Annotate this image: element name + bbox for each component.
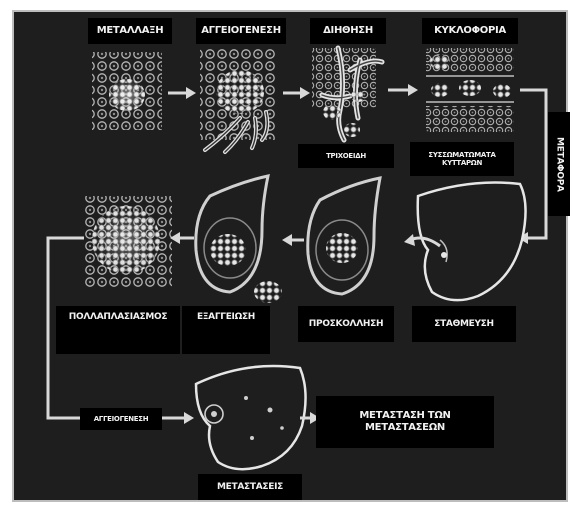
metastatic-liver-illustration [196,366,306,469]
label-aggeiogenesi-bottom-text: ΑΓΓΕΙΟΓΕΝΕΣΗ [94,415,149,423]
label-pollaplasiasmos: ΠΟΛΛΑΠΛΑΣΙΑΣΜΟΣ [56,306,180,354]
label-kykloforia-text: ΚΥΚΛΟΦΟΡΙΑ [434,25,506,37]
label-metallaxi-text: ΜΕΤΑΛΛΑΞΗ [97,25,164,37]
middle-row-arrows [170,232,440,246]
proliferation-tissue-illustration [84,196,172,288]
label-exaggeiosi: ΕΞΑΓΓΕΙΩΣΗ [182,306,270,354]
label-metastaseis: ΜΕΤΑΣΤΑΣΕΙΣ [198,474,302,500]
label-exaggeiosi-text: ΕΞΑΓΓΕΙΩΣΗ [197,312,255,323]
label-aggeiogenesi-top: ΑΓΓΕΙΟΓΕΝΕΣΗ [196,18,286,44]
circulation-illustration [426,48,514,132]
angiogenesis-tissue-illustration [200,48,276,152]
label-metastasi-line1: ΜΕΤΑΣΤΑΣΗ ΤΩΝ [359,410,450,422]
label-proskollisi-text: ΠΡΟΣΚΟΛΛΗΣΗ [309,319,383,330]
invasion-illustration [312,48,382,140]
label-trichoeidi: ΤΡΙΧΟΕΙΔΗ [298,144,394,168]
label-metastasi-ton-metastaseon: ΜΕΤΑΣΤΑΣΗ ΤΩΝ ΜΕΤΑΣΤΑΣΕΩΝ [316,396,494,448]
label-metallaxi: ΜΕΤΑΛΛΑΞΗ [88,18,172,44]
adhesion-vessel-illustration [308,178,380,294]
label-proskollisi: ΠΡΟΣΚΟΛΛΗΣΗ [298,306,394,342]
label-stathmeusi-text: ΣΤΑΘΜΕΥΣΗ [434,319,494,330]
label-syssomatomata: ΣΥΣΣΩΜΑΤΩΜΑΤΑ ΚΥΤΤΑΡΩΝ [410,142,514,176]
label-syssomatomata-line2: ΚΥΤΤΑΡΩΝ [442,159,482,167]
label-metastaseis-text: ΜΕΤΑΣΤΑΣΕΙΣ [217,482,283,493]
label-kykloforia: ΚΥΚΛΟΦΟΡΙΑ [422,18,518,44]
label-metastasi-line2: ΜΕΤΑΣΤΑΣΕΩΝ [365,422,445,434]
label-dithisi: ΔΙΗΘΗΣΗ [310,18,386,44]
extravasation-vessel-illustration [196,176,282,303]
label-stathmeusi: ΣΤΑΘΜΕΥΣΗ [412,306,516,342]
mutation-tissue-illustration [92,52,162,130]
label-metafora-text: ΜΕΤΑΦΟΡΑ [554,137,565,192]
label-pollaplasiasmos-text: ΠΟΛΛΑΠΛΑΣΙΑΣΜΟΣ [69,312,167,323]
label-trichoeidi-text: ΤΡΙΧΟΕΙΔΗ [326,152,366,160]
label-dithisi-text: ΔΙΗΘΗΣΗ [323,25,373,37]
label-aggeiogenesi-top-text: ΑΓΓΕΙΟΓΕΝΕΣΗ [201,25,281,37]
label-syssomatomata-line1: ΣΥΣΣΩΜΑΤΩΜΑΤΑ [428,151,495,159]
label-aggeiogenesi-bottom: ΑΓΓΕΙΟΓΕΝΕΣΗ [80,408,162,430]
label-metafora: ΜΕΤΑΦΟΡΑ [548,112,570,216]
